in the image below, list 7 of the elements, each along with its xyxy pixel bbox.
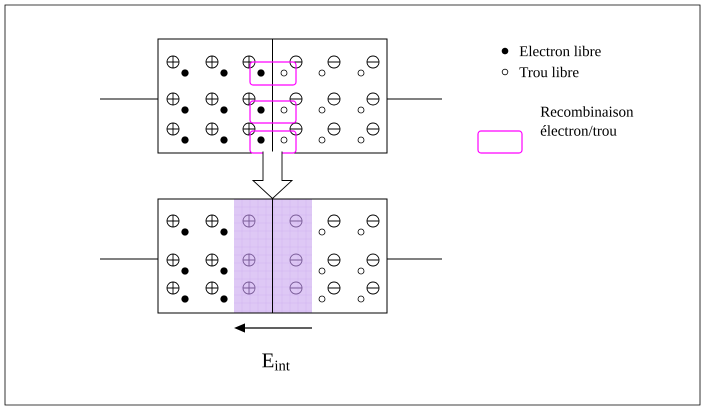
pn-junction-box [158, 198, 388, 314]
block-arrow [252, 151, 294, 200]
legend-text: Trou libre [519, 66, 579, 78]
legend-text: Recombinaison électron/trou [540, 106, 634, 136]
legend-text: Electron libre [520, 46, 601, 56]
pn-junction-box [158, 38, 388, 154]
field-label: E$_{int}$ [262, 354, 290, 370]
